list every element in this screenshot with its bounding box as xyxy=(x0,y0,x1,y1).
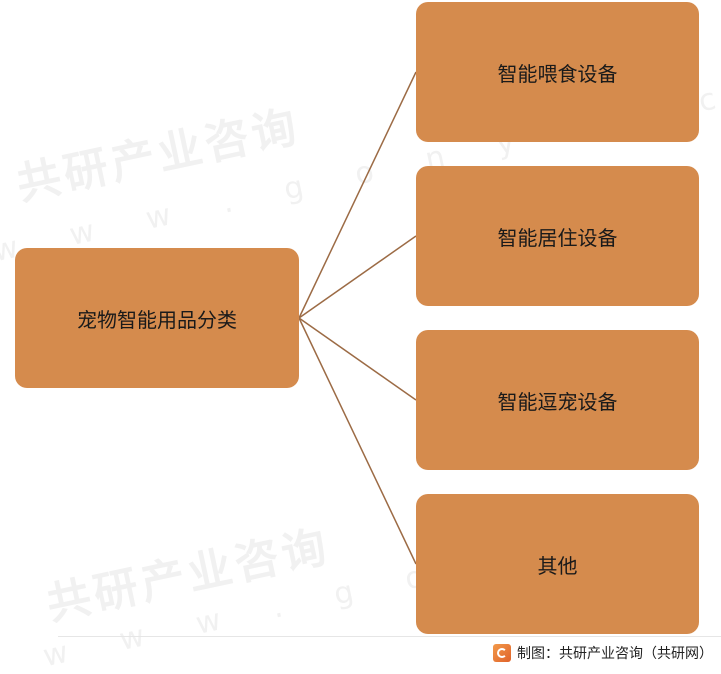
child-node-living: 智能居住设备 xyxy=(416,166,699,306)
child-node-label: 智能居住设备 xyxy=(497,225,618,250)
brand-logo-icon xyxy=(493,644,511,662)
child-node-label: 其他 xyxy=(537,553,578,578)
root-node: 宠物智能用品分类 xyxy=(15,248,299,388)
child-node-other: 其他 xyxy=(416,494,699,634)
child-node-play: 智能逗宠设备 xyxy=(416,330,699,470)
connector-line xyxy=(298,71,417,319)
connector-line xyxy=(298,317,417,401)
child-node-label: 智能喂食设备 xyxy=(497,61,618,86)
footer-divider xyxy=(58,636,721,637)
child-node-label: 智能逗宠设备 xyxy=(497,389,618,414)
child-node-feeding: 智能喂食设备 xyxy=(416,2,699,142)
connector-line xyxy=(298,235,417,319)
root-node-label: 宠物智能用品分类 xyxy=(77,307,237,332)
footer-credit: 制图：共研产业咨询（共研网） xyxy=(493,642,713,664)
connector-line xyxy=(298,317,417,565)
footer-credit-text: 制图：共研产业咨询（共研网） xyxy=(517,646,713,662)
